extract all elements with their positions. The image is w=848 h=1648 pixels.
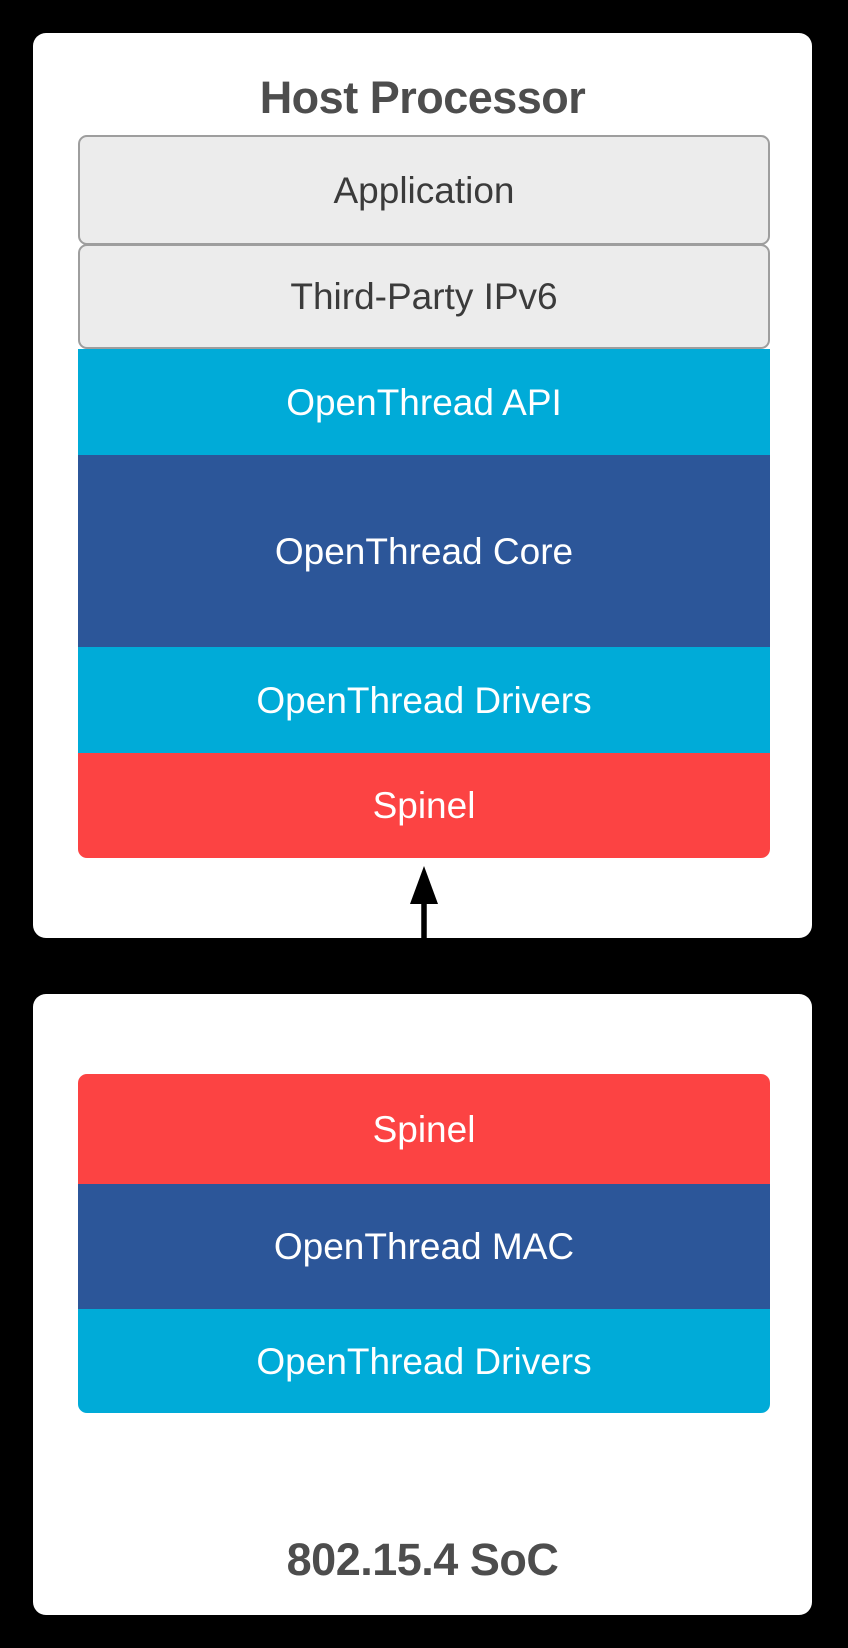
layer-openthread-drivers-soc[interactable]: OpenThread Drivers — [78, 1309, 770, 1413]
layer-application[interactable]: Application — [78, 135, 770, 245]
layer-openthread-core[interactable]: OpenThread Core — [78, 455, 770, 647]
layer-label: Application — [333, 169, 515, 211]
panel-title-802-15-4-soc: 802.15.4 SoC — [286, 1534, 559, 1585]
panel-host-processor: Host Processor Application Third-Party I… — [33, 33, 812, 938]
layer-third-party-ipv6[interactable]: Third-Party IPv6 — [78, 244, 770, 349]
layer-openthread-drivers-host[interactable]: OpenThread Drivers — [78, 647, 770, 753]
layer-label: OpenThread Drivers — [256, 1340, 592, 1382]
panel-title-host-processor: Host Processor — [259, 72, 586, 123]
layer-openthread-mac[interactable]: OpenThread MAC — [78, 1184, 770, 1309]
layer-label: Spinel — [372, 1108, 476, 1150]
layer-label: OpenThread Core — [274, 530, 574, 572]
layer-label: OpenThread Drivers — [256, 679, 592, 721]
layer-label: OpenThread API — [286, 381, 562, 423]
layer-spinel-soc[interactable]: Spinel — [78, 1074, 770, 1184]
layer-openthread-api[interactable]: OpenThread API — [78, 349, 770, 455]
layer-stack-host: Application Third-Party IPv6 OpenThread … — [78, 135, 770, 858]
layer-label: Spinel — [372, 785, 476, 826]
layer-spinel-host[interactable]: Spinel — [78, 753, 770, 858]
layer-label: Third-Party IPv6 — [290, 276, 558, 317]
layer-stack-soc: Spinel OpenThread MAC OpenThread Drivers — [78, 1074, 770, 1413]
layer-label: OpenThread MAC — [273, 1226, 575, 1267]
panel-802-15-4-soc: Spinel OpenThread MAC OpenThread Drivers… — [33, 994, 812, 1615]
